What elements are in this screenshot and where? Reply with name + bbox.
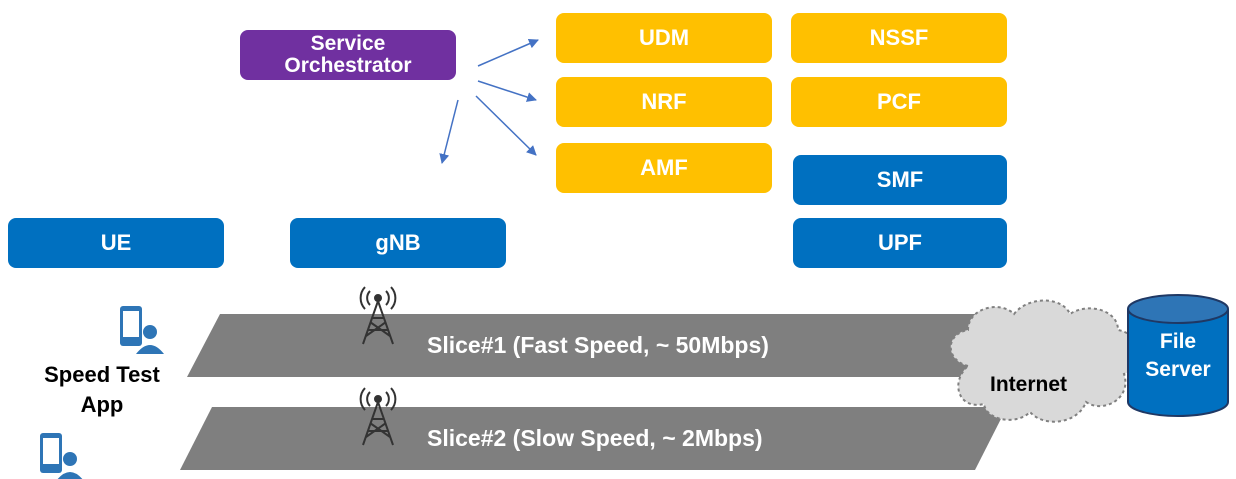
file-server-icon — [1127, 294, 1229, 417]
upf-label: UPF — [878, 230, 922, 255]
smf-label: SMF — [876, 167, 924, 192]
file-server-label-line2: Server — [1145, 358, 1210, 381]
orchestrator-label-line1: Service — [310, 32, 386, 55]
service-orchestrator-box: Service Orchestrator — [240, 30, 456, 80]
gnb-label: gNB — [375, 230, 421, 255]
speed-test-app-label: Speed Test App — [22, 360, 182, 420]
udm-label: UDM — [638, 25, 690, 50]
orchestrator-label-line2: Orchestrator — [284, 54, 412, 77]
pcf-label: PCF — [877, 89, 921, 114]
slice1-label: Slice#1 (Fast Speed, ~ 50Mbps) — [427, 332, 769, 358]
arrow-to-nrf — [477, 80, 537, 102]
internet-label: Internet — [990, 373, 1067, 396]
slice2-band — [180, 407, 1007, 470]
nrf-label: NRF — [641, 89, 687, 114]
amf-label: AMF — [640, 155, 688, 180]
antenna-icon — [359, 286, 397, 345]
antenna-icon — [359, 387, 397, 446]
file-server-label-line1: File — [1160, 330, 1196, 353]
app-label-line2: App — [80, 392, 124, 417]
ue-label: UE — [100, 230, 132, 255]
nssf-label: NSSF — [869, 25, 929, 50]
phone-user-icon — [120, 306, 164, 354]
nssf-box: NSSF — [791, 13, 1007, 63]
pcf-box: PCF — [791, 77, 1007, 127]
smf-box: SMF — [793, 155, 1007, 205]
gnb-box: gNB — [290, 218, 506, 268]
nrf-box: NRF — [556, 77, 772, 127]
app-label-line1: Speed Test — [44, 362, 160, 387]
ue-box: UE — [8, 218, 224, 268]
arrow-to-amf — [475, 95, 537, 156]
internet-cloud — [949, 299, 1141, 423]
slice1-band — [187, 314, 1007, 377]
upf-box: UPF — [793, 218, 1007, 268]
arrow-to-gnb — [439, 99, 459, 164]
arrow-to-udm — [477, 38, 539, 67]
amf-box: AMF — [556, 143, 772, 193]
phone-user-icon — [40, 433, 83, 479]
slice2-label: Slice#2 (Slow Speed, ~ 2Mbps) — [427, 425, 763, 451]
udm-box: UDM — [556, 13, 772, 63]
